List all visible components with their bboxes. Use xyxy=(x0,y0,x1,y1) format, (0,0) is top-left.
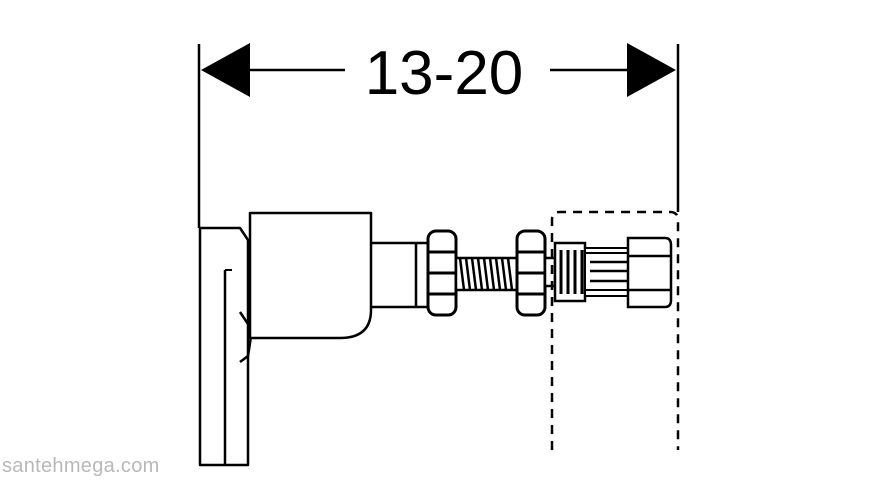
lock-nut-left xyxy=(426,229,458,317)
watermark: santehmega.com xyxy=(2,455,160,477)
valve-housing xyxy=(248,211,373,340)
connecting-tube xyxy=(371,241,429,309)
dashed-installation-zone xyxy=(550,210,680,450)
arrowhead-left xyxy=(201,43,250,97)
dimension-line xyxy=(201,43,676,97)
lock-nut-right xyxy=(515,229,547,317)
coupling-nut xyxy=(626,236,673,309)
coupling xyxy=(543,236,673,309)
dimension-label: 13-20 xyxy=(365,39,524,108)
threaded-rod xyxy=(454,256,520,292)
arrowhead-right xyxy=(627,43,676,97)
